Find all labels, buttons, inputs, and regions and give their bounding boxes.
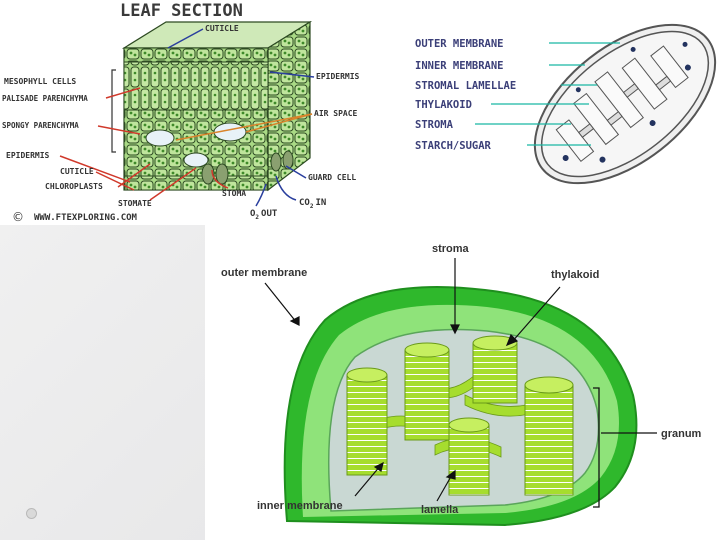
label-chloroplasts: CHLOROPLASTS <box>45 182 103 191</box>
arrow-cuticle-top <box>167 28 204 49</box>
label-palisade: PALISADE PARENCHYMA <box>2 94 88 103</box>
label-granum-3d: granum <box>661 428 702 440</box>
chloroplast-3d-diagram: stroma outer membrane thylakoid granum i… <box>205 225 720 540</box>
label-lamella-3d: lamella <box>421 504 459 516</box>
label-stromal-lamellae: STROMAL LAMELLAE <box>415 80 516 92</box>
label-cuticle-top: CUTICLE <box>205 24 239 33</box>
label-thylakoid-3d: thylakoid <box>551 269 599 281</box>
label-epidermis-right: EPIDERMIS <box>316 72 360 81</box>
label-epidermis-left: EPIDERMIS <box>6 151 50 160</box>
label-mesophyll: MESOPHYLL CELLS <box>4 77 76 86</box>
label-stoma: STOMA <box>222 189 246 198</box>
label-inner-membrane-3d: inner membrane <box>257 500 343 512</box>
granum-bracket <box>593 387 600 508</box>
callout-arrows <box>264 258 657 502</box>
label-air-space: AIR SPACE <box>314 109 358 118</box>
chloroplast-sketch-diagram: OUTER MEMBRANE INNER MEMBRANE STROMAL LA… <box>375 0 720 225</box>
chloroplast-sketch <box>533 23 717 185</box>
chloroplast-3d <box>283 286 638 527</box>
slide-bullet <box>26 508 37 519</box>
label-stomate: STOMATE <box>118 199 152 208</box>
leaf-block <box>111 20 313 192</box>
leaf-section-diagram: LEAF SECTION CUTICLE MESOPHYLL CELLS PAL… <box>0 0 375 225</box>
label-guard-cell: GUARD CELL <box>308 173 356 182</box>
label-spongy: SPONGY PARENCHYMA <box>2 121 79 130</box>
label-stroma-3d: stroma <box>432 243 470 255</box>
leaf-title: LEAF SECTION <box>120 1 243 21</box>
credit-text: WWW.FTEXPLORING.COM <box>34 213 138 223</box>
label-thylakoid: THYLAKOID <box>415 99 472 111</box>
label-outer-membrane-3d: outer membrane <box>221 267 307 279</box>
label-starch-sugar: STARCH/SUGAR <box>415 140 492 152</box>
label-inner-membrane: INNER MEMBRANE <box>415 60 504 72</box>
copyright-symbol: © <box>12 210 24 224</box>
label-outer-membrane: OUTER MEMBRANE <box>415 38 504 50</box>
label-cuticle-bottom: CUTICLE <box>60 167 94 176</box>
sketch-leader-lines <box>475 42 620 146</box>
sketch-labels: OUTER MEMBRANE INNER MEMBRANE STROMAL LA… <box>415 38 516 152</box>
label-stroma: STROMA <box>415 119 454 131</box>
